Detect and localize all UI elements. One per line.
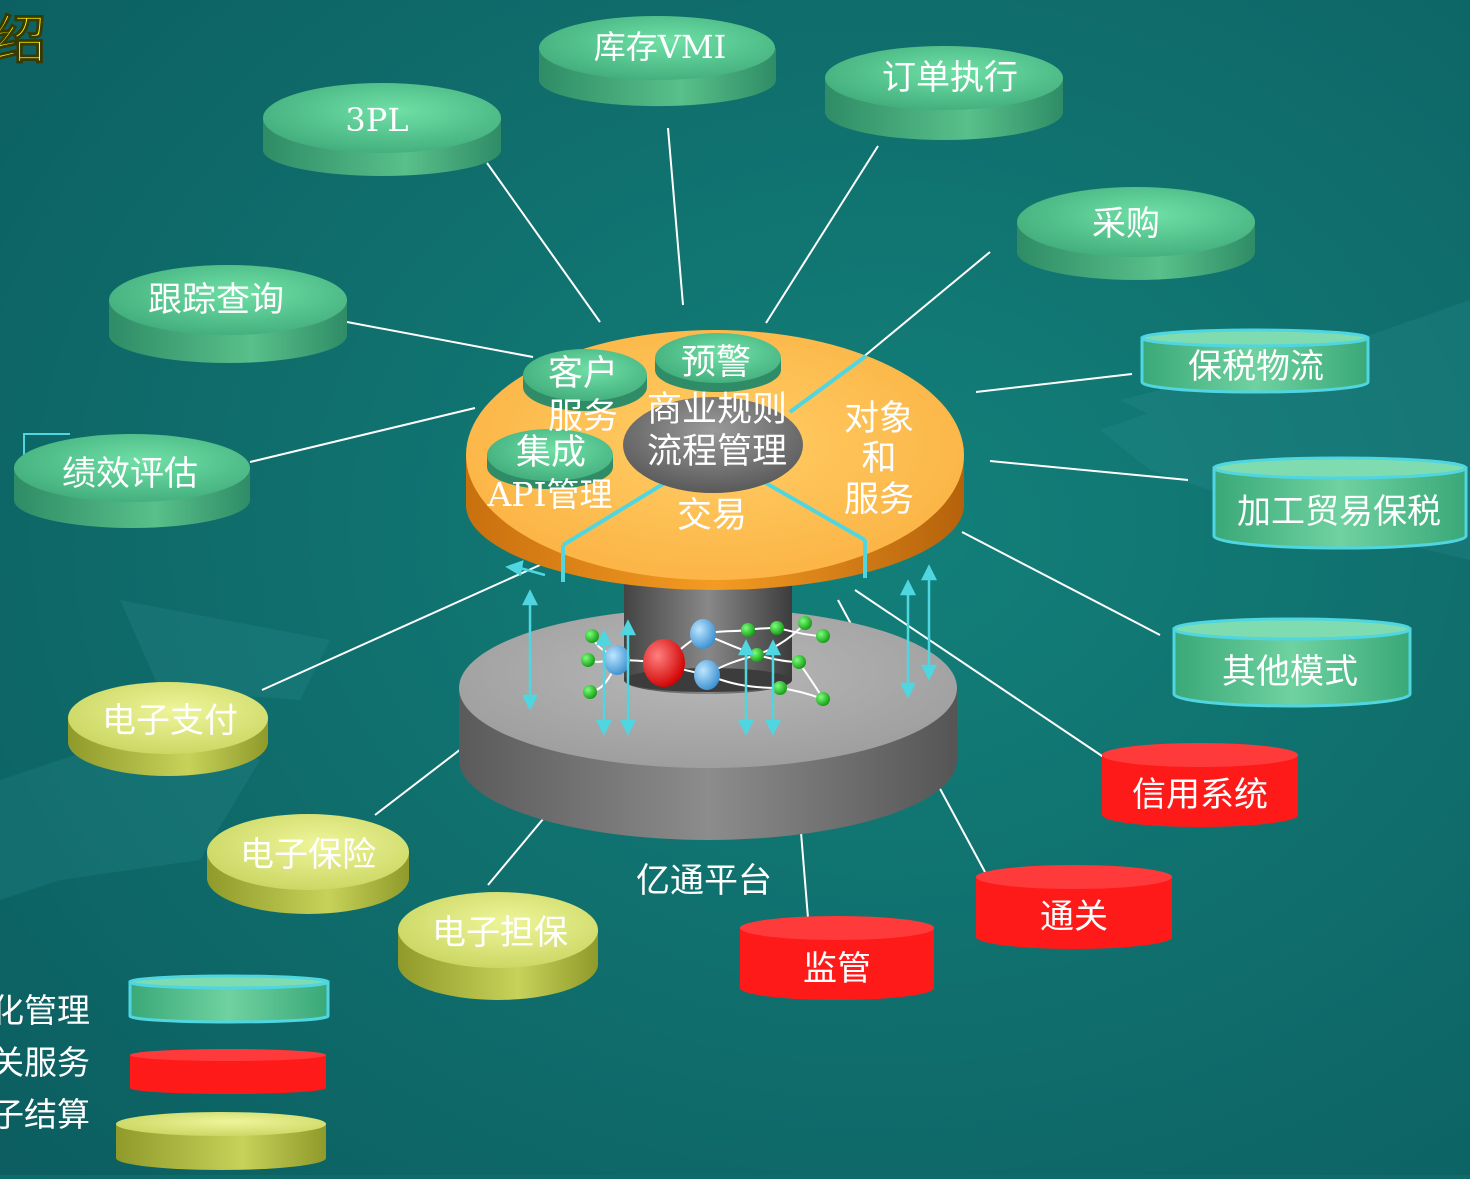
disc-tracking[interactable]: 跟踪查询 xyxy=(109,265,347,363)
network-nodes xyxy=(581,616,830,706)
network-node-green xyxy=(583,685,597,699)
disc-guarantee-label: 电子担保 xyxy=(432,913,568,953)
connector-credit xyxy=(854,589,1106,759)
network-node-green xyxy=(792,655,806,669)
hub-labels: 商业规则 流程管理 预警 客户 服务 集成 API管理 交易 对象 和 服务 xyxy=(486,343,914,536)
disc-bonded-label: 保税物流 xyxy=(1188,347,1324,387)
disc-purchase[interactable]: 采购 xyxy=(1017,187,1255,280)
bump-integration xyxy=(487,429,613,489)
connector-inventory xyxy=(667,127,684,306)
connector-3pl xyxy=(486,162,601,323)
disc-supervision-label: 监管 xyxy=(803,949,871,989)
disc-performance[interactable]: 绩效评估 xyxy=(14,433,250,528)
disc-e-guarantee[interactable]: 电子担保 xyxy=(398,892,598,1000)
hub-objects-line2: 和 xyxy=(861,439,896,479)
disc-supervision[interactable]: 监管 xyxy=(740,916,934,1000)
hub-disc xyxy=(466,330,964,590)
hub-api-label: API管理 xyxy=(486,475,612,514)
network-node-green xyxy=(750,648,764,662)
hub-objects-line3: 服务 xyxy=(844,480,914,520)
disc-performance-label: 绩效评估 xyxy=(62,454,198,494)
network-node-blue xyxy=(690,619,716,649)
disc-purchase-label: 采购 xyxy=(1092,204,1160,244)
disc-3pl-label: 3PL xyxy=(345,101,408,139)
disc-other-modes[interactable]: 其他模式 xyxy=(1172,617,1412,708)
disc-3pl[interactable]: 3PL xyxy=(263,83,501,176)
network-node-blue xyxy=(604,645,630,675)
disc-credit-system[interactable]: 信用系统 xyxy=(1102,743,1298,827)
network-node-green xyxy=(816,692,830,706)
disc-credit-label: 信用系统 xyxy=(1132,775,1268,815)
connector-processing xyxy=(989,460,1189,481)
connector-purchase xyxy=(849,251,991,369)
hub-bump-warning: 预警 xyxy=(681,343,751,383)
disc-processing-trade[interactable]: 加工贸易保税 xyxy=(1212,456,1468,550)
disc-order-label: 订单执行 xyxy=(882,58,1018,98)
legend-item-red: 关服务 xyxy=(0,1043,326,1094)
bump-warning xyxy=(655,333,781,392)
disc-tracking-label: 跟踪查询 xyxy=(148,280,284,320)
legend-item-cyan: 化管理 xyxy=(0,974,330,1030)
hub-bump-customer-line1: 客户 xyxy=(548,354,618,394)
legend: 化管理 关服务 子结算 xyxy=(0,974,330,1170)
hub-center xyxy=(623,397,803,493)
disc-e-payment[interactable]: 电子支付 xyxy=(68,682,268,776)
legend-label-2: 关服务 xyxy=(0,1043,90,1082)
connector-performance xyxy=(249,407,476,463)
network-node-green xyxy=(816,629,830,643)
legend-item-yellow: 子结算 xyxy=(0,1095,326,1170)
hub-center-line1: 商业规则 xyxy=(647,390,787,430)
disc-other-label: 其他模式 xyxy=(1222,652,1358,692)
platform-label: 亿通平台 xyxy=(636,861,772,901)
data-flow-arrows xyxy=(505,560,938,736)
hub-objects-line1: 对象 xyxy=(844,399,914,439)
connector-payment xyxy=(261,564,541,691)
hub-trade-label: 交易 xyxy=(677,496,747,536)
disc-order-execution[interactable]: 订单执行 xyxy=(825,46,1063,140)
disc-e-insurance[interactable]: 电子保险 xyxy=(207,814,409,914)
bump-customer-service xyxy=(523,349,647,411)
connector-bonded xyxy=(975,373,1133,393)
disc-bonded-logistics[interactable]: 保税物流 xyxy=(1140,328,1370,394)
network-node-hub-red xyxy=(643,639,685,687)
network-node-green xyxy=(585,629,599,643)
legend-label-1: 化管理 xyxy=(0,991,90,1030)
disc-customs-label: 通关 xyxy=(1040,897,1108,937)
network-node-green xyxy=(581,653,595,667)
connector-tracking xyxy=(346,321,534,358)
network-node-green xyxy=(773,681,787,695)
hub-center-line2: 流程管理 xyxy=(647,432,787,472)
legend-label-3: 子结算 xyxy=(0,1095,90,1134)
disc-inventory-vmi[interactable]: 库存VMI xyxy=(539,16,776,107)
page-title-fragment: 绍 xyxy=(0,10,46,71)
connector-other xyxy=(961,531,1161,636)
network-node-green xyxy=(798,616,812,630)
disc-payment-label: 电子支付 xyxy=(102,701,238,741)
network-node-green xyxy=(741,623,755,637)
disc-insurance-label: 电子保险 xyxy=(240,835,376,875)
hub-bump-integration: 集成 xyxy=(516,433,586,473)
disc-customs[interactable]: 通关 xyxy=(976,865,1172,949)
connector-order xyxy=(765,145,879,324)
network-node-green xyxy=(770,621,784,635)
network-node-blue xyxy=(694,660,720,690)
hub-bump-customer-line2: 服务 xyxy=(548,397,618,437)
disc-processing-label: 加工贸易保税 xyxy=(1237,492,1441,532)
disc-inventory-label: 库存VMI xyxy=(594,28,727,66)
